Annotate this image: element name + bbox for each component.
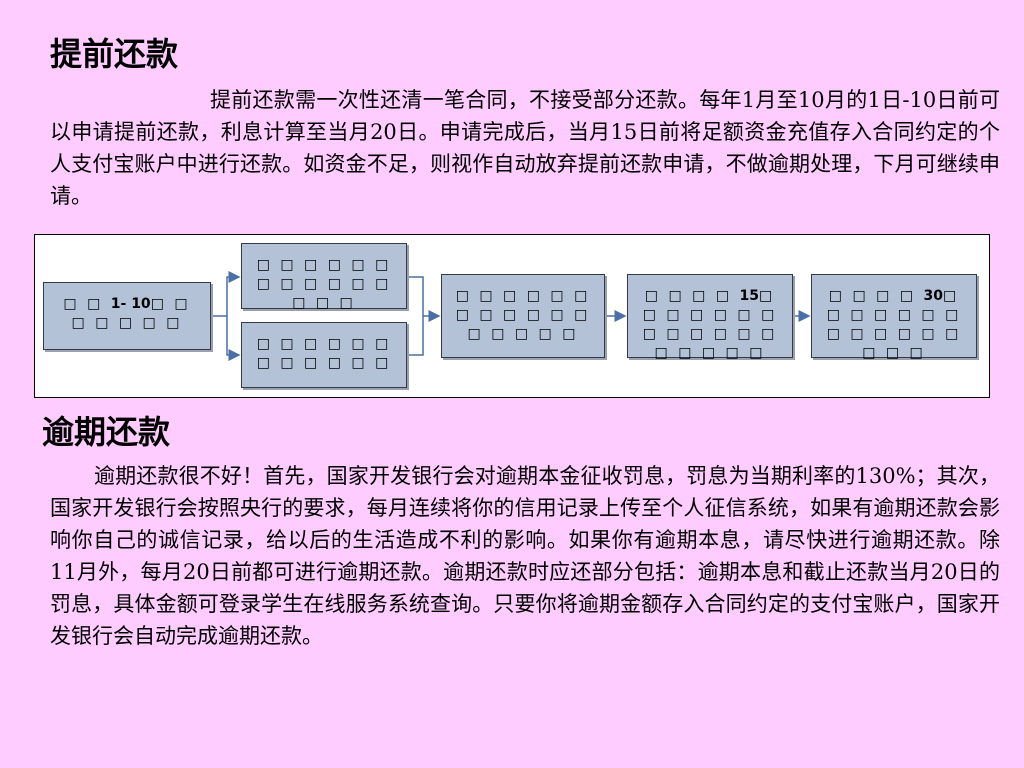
flow-node-upper-branch: □ □ □ □ □ □ □ □ □ □ □ □ □ □ □ (241, 243, 407, 311)
section-title-overdue: 逾期还款 (42, 413, 171, 451)
flow-node-by-30th: □ □ □ □ 30□ □ □ □ □ □ □ □ □ □ □ □ □ □ □ … (811, 274, 977, 361)
flow-node-step3: □ □ □ □ □ □ □ □ □ □ □ □ □ □ □ □ □ (441, 274, 605, 358)
prepayment-flowchart: □ □ 1- 10□ □ □ □ □ □ □ □ □ □ □ □ □ □ □ □… (34, 234, 990, 398)
flowchart-connectors (211, 271, 811, 361)
section-title-prepayment: 提前还款 (50, 35, 179, 73)
flow-node-repay-by-15th: □ □ □ □ 15□ □ □ □ □ □ □ □ □ □ □ □ □ □ □ … (627, 274, 793, 361)
overdue-paragraph: 逾期还款很不好！首先，国家开发银行会对逾期本金征收罚息，罚息为当期利率的130%… (50, 464, 1000, 648)
connector-merge (407, 276, 424, 356)
connector-split (211, 271, 241, 317)
flow-node-apply-1-10: □ □ 1- 10□ □ □ □ □ □ □ (43, 282, 211, 350)
connector-split-lower (226, 316, 241, 361)
flow-node-lower-branch: □ □ □ □ □ □ □ □ □ □ □ □ (241, 322, 407, 388)
prepayment-paragraph: 提前还款需一次性还清一笔合同，不接受部分还款。每年1月至10月的1日-10日前可… (50, 88, 1000, 208)
